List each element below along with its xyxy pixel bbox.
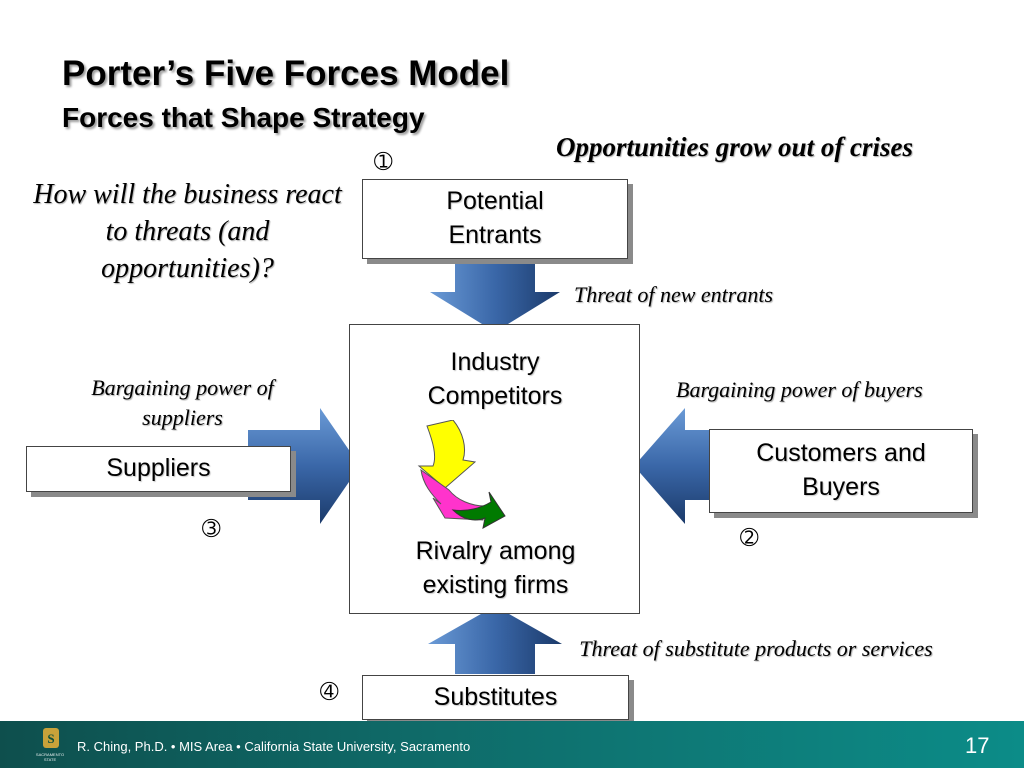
footer-logo-text: SACRAMENTO STATE: [35, 752, 65, 762]
substitutes-box: Substitutes: [362, 675, 629, 720]
marker-2: ➁: [740, 526, 759, 551]
potential-entrants-box: Potential Entrants: [362, 179, 628, 259]
rivalry-cycle-graphic: [417, 420, 506, 529]
customers-label: Customers and Buyers: [756, 439, 926, 501]
marker-1: ➀: [374, 150, 393, 175]
potential-entrants-label: Potential Entrants: [446, 187, 544, 249]
substitutes-threat-label: Threat of substitute products or service…: [579, 636, 933, 661]
customers-box: Customers and Buyers: [709, 429, 973, 513]
svg-text:S: S: [47, 731, 54, 746]
buyer-power-label: Bargaining power of buyers: [676, 377, 923, 402]
cycle-magenta-arrow: [420, 468, 486, 521]
buyers-arrow: [634, 408, 712, 524]
cycle-yellow-arrow: [417, 420, 477, 489]
substitutes-arrow: [428, 606, 562, 674]
footer-credit: R. Ching, Ph.D. • MIS Area • California …: [77, 739, 471, 754]
question-text: How will the business react to threats (…: [33, 179, 342, 285]
threat-new-entrants-label: Threat of new entrants: [574, 282, 774, 307]
suppliers-box: Suppliers: [26, 446, 291, 492]
supplier-power-label: Bargaining power of suppliers: [91, 375, 274, 430]
slide-title: Porter’s Five Forces Model: [62, 54, 510, 93]
cycle-green-arrow: [451, 491, 506, 529]
industry-competitors-label: Industry Competitors: [427, 348, 563, 410]
university-logo-icon: S: [43, 728, 59, 748]
tagline: Opportunities grow out of crises: [556, 132, 914, 162]
industry-box: [349, 324, 640, 614]
rivalry-label: Rivalry among existing firms: [415, 537, 576, 599]
page-number: 17: [965, 733, 990, 758]
marker-3: ➂: [202, 517, 221, 542]
marker-4: ➃: [320, 680, 339, 705]
slide-subtitle: Forces that Shape Strategy: [62, 102, 425, 133]
suppliers-arrow: [248, 408, 360, 524]
entrants-arrow: [430, 262, 560, 332]
footer-bar: [0, 721, 1024, 768]
